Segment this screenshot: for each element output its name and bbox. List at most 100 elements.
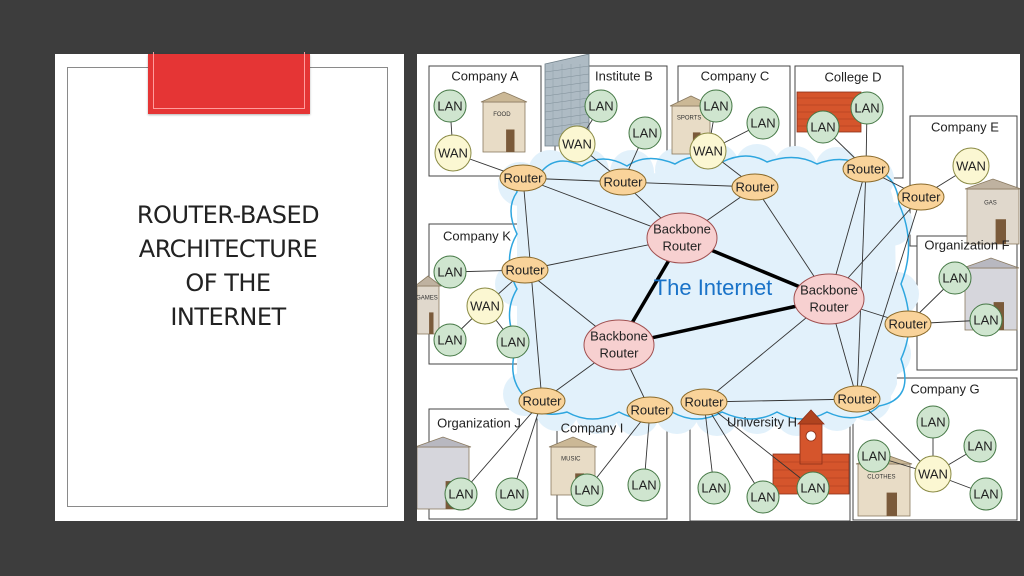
lan-node	[433, 323, 467, 357]
router-node	[842, 155, 890, 183]
lan-node	[584, 89, 618, 123]
backbone-router-node	[646, 212, 718, 264]
router-node	[884, 310, 932, 338]
cloud-label: The Internet	[654, 275, 773, 300]
network-link	[856, 196, 922, 400]
building-roof	[962, 257, 1020, 269]
lan-node	[746, 106, 780, 140]
building-sign: SPORTS	[677, 116, 702, 122]
title-line: ROUTER-BASED	[136, 201, 320, 229]
games-store-building	[413, 275, 443, 335]
tower-shaft	[799, 423, 823, 465]
backbone-router-node	[583, 319, 655, 371]
router-label: Router	[888, 316, 928, 331]
router-node	[499, 164, 547, 192]
router-label: Router	[503, 170, 543, 185]
org-label: College D	[824, 69, 881, 84]
lan-label: LAN	[437, 98, 462, 113]
org-label: University H	[727, 414, 797, 429]
building-sign: GAS	[984, 200, 997, 206]
lan-label: LAN	[973, 486, 998, 501]
lan-node	[746, 480, 780, 514]
lan-node	[433, 89, 467, 123]
cloud-puff	[655, 148, 699, 192]
title-line: INTERNET	[170, 303, 286, 331]
router-node	[518, 387, 566, 415]
building-sign: CLOTHES	[867, 475, 895, 481]
lan-label: LAN	[701, 480, 726, 495]
lan-node	[495, 477, 529, 511]
accent-tab	[148, 52, 310, 114]
lan-node	[963, 429, 997, 463]
lan-node	[857, 439, 891, 473]
cloud-puff	[867, 332, 911, 376]
lan-node	[916, 405, 950, 439]
lan-label: LAN	[500, 334, 525, 349]
router-node	[833, 385, 881, 413]
router-label: Router	[901, 189, 941, 204]
lan-node	[628, 116, 662, 150]
network-link	[703, 401, 764, 498]
wan-node	[689, 132, 727, 170]
wan-label: WAN	[693, 143, 723, 158]
lan-label: LAN	[973, 312, 998, 327]
lan-label: LAN	[437, 264, 462, 279]
lan-node	[433, 255, 467, 289]
building-door	[429, 312, 434, 334]
backbone-label: Router	[809, 299, 849, 314]
router-label: Router	[505, 262, 545, 277]
org-label: Company C	[701, 68, 770, 83]
backbone-label: Router	[662, 238, 702, 253]
lan-label: LAN	[631, 477, 656, 492]
tower-window-line	[544, 81, 590, 89]
router-label: Router	[684, 394, 724, 409]
backbone-label: Router	[599, 345, 639, 360]
building-roof	[548, 436, 598, 448]
network-link	[703, 398, 858, 403]
router-node	[501, 256, 549, 284]
building-door	[995, 219, 1006, 244]
building-wall	[966, 188, 1020, 245]
cloud-puff	[773, 146, 817, 190]
building-sign: MUSIC	[561, 457, 581, 463]
lan-node	[806, 110, 840, 144]
building-wall	[416, 285, 440, 335]
wan-node	[466, 287, 504, 325]
wan-node	[952, 147, 990, 185]
router-label: Router	[837, 391, 877, 406]
lan-label: LAN	[632, 125, 657, 140]
building-roof	[414, 436, 472, 448]
org-label: Company E	[931, 119, 999, 134]
org-label: Organization J	[437, 415, 521, 430]
router-node	[897, 183, 945, 211]
building-sign: FOOD	[493, 112, 511, 118]
building-door	[506, 129, 515, 152]
wan-label: WAN	[956, 158, 986, 173]
food-store-building	[480, 91, 528, 153]
backbone-label: Backbone	[590, 328, 648, 343]
clock-face	[805, 430, 817, 442]
lan-node	[697, 471, 731, 505]
building-wall	[857, 463, 911, 517]
lan-node	[627, 468, 661, 502]
lan-label: LAN	[967, 438, 992, 453]
slide-title: ROUTER-BASED ARCHITECTURE OF THE INTERNE…	[100, 198, 356, 334]
lan-node	[496, 325, 530, 359]
title-line: ARCHITECTURE	[138, 235, 318, 263]
building-roof	[480, 91, 528, 103]
building-roof	[413, 275, 443, 287]
lan-node	[850, 91, 884, 125]
lan-node	[570, 473, 604, 507]
router-node	[599, 168, 647, 196]
network-link	[856, 168, 867, 400]
tower-window-line	[544, 97, 590, 105]
router-label: Router	[522, 393, 562, 408]
building-door	[886, 492, 897, 516]
router-node	[626, 396, 674, 424]
building-roof	[964, 178, 1022, 190]
backbone-link	[618, 297, 830, 347]
router-label: Router	[735, 179, 775, 194]
cloud-puff	[575, 390, 619, 434]
tower-window-line	[544, 105, 590, 113]
